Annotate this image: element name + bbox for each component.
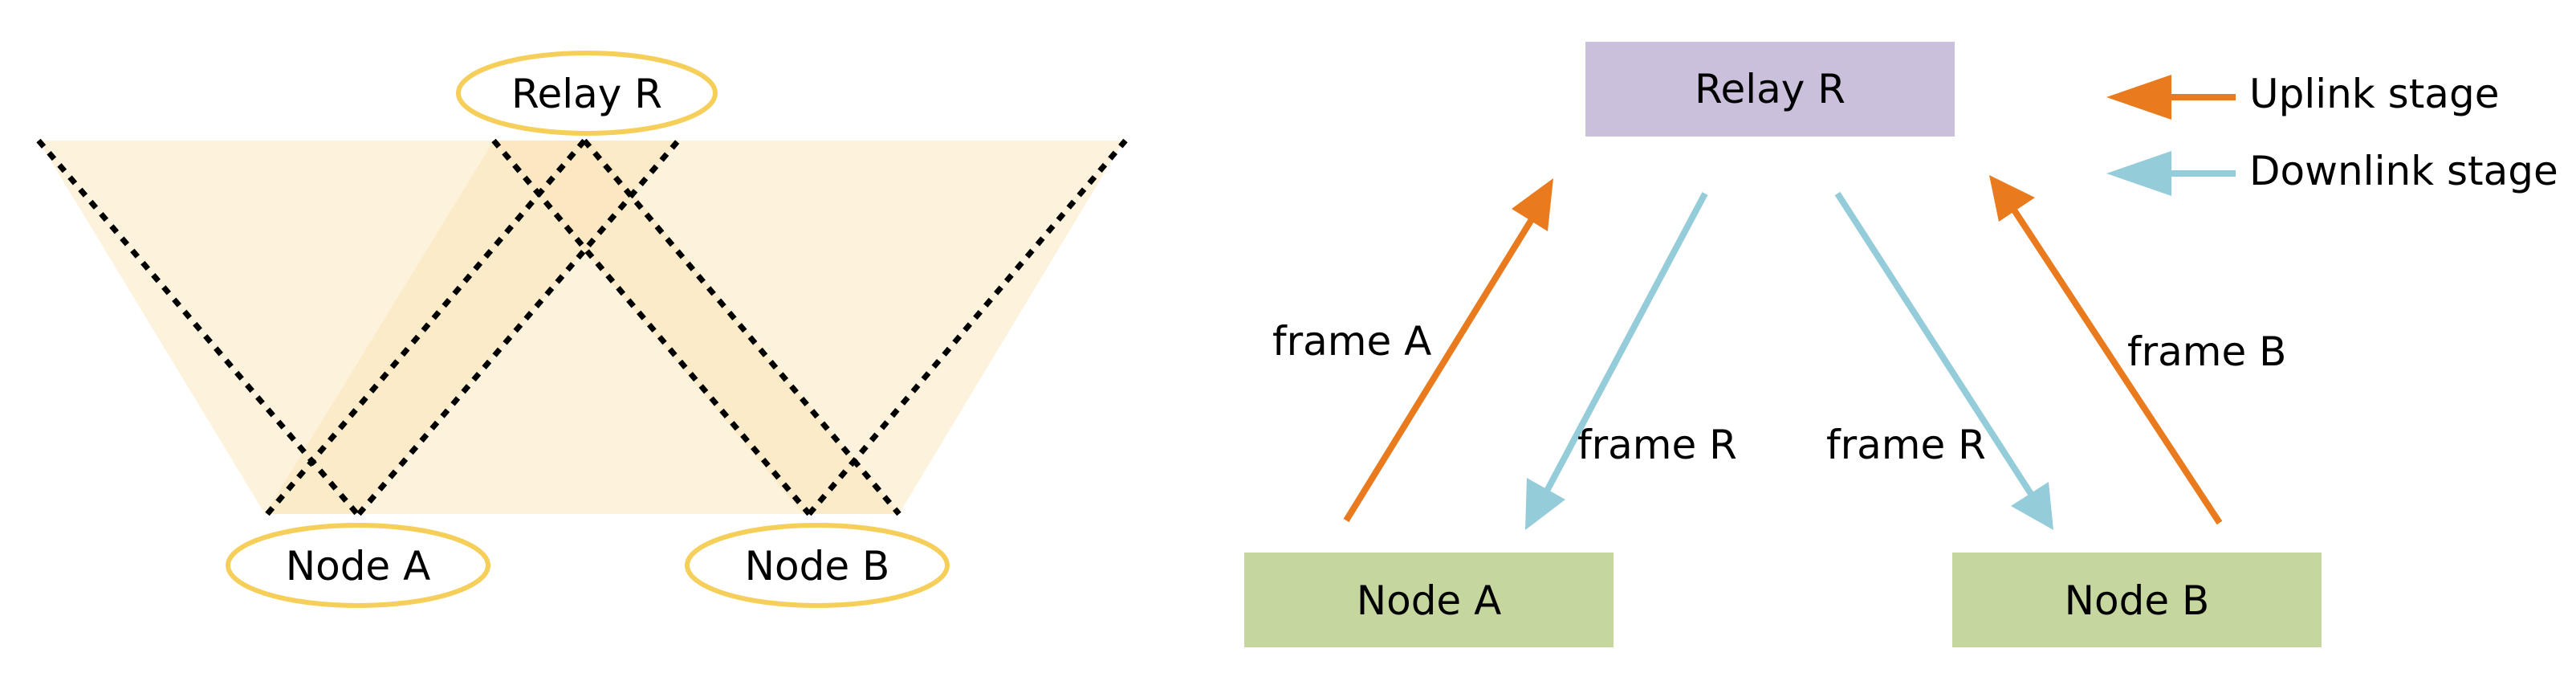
uplink-arrow-icon	[2106, 75, 2171, 120]
relay-node-left: Relay R	[456, 51, 718, 136]
frame-r-left-label: frame R	[1577, 422, 1737, 468]
coverage-area	[39, 141, 1124, 514]
beam-boundary	[807, 138, 1128, 516]
node-b-box-label: Node B	[2065, 577, 2210, 624]
frame-exchange-diagram: Relay R Node A Node B	[1244, 42, 2322, 647]
relay-box: Relay R	[1585, 42, 1955, 137]
frame-b-label: frame B	[2127, 328, 2286, 375]
beam-boundary	[356, 138, 681, 516]
node-a-label: Node A	[286, 543, 431, 589]
legend-downlink: Downlink stage	[2106, 148, 2558, 196]
beam-boundary	[491, 138, 812, 516]
beam-boundary	[36, 138, 360, 516]
beam-boundary	[582, 138, 901, 516]
node-a-box-label: Node A	[1357, 577, 1502, 624]
node-b-box: Node B	[1952, 553, 2322, 647]
beam-overlap-right	[494, 141, 899, 514]
frame-a-label: frame A	[1272, 318, 1431, 365]
legend-uplink-label: Uplink stage	[2249, 71, 2499, 117]
downlink-arrow-b	[1834, 191, 2053, 530]
downlink-arrow-icon	[2106, 151, 2171, 196]
node-b-label: Node B	[745, 543, 890, 589]
legend-downlink-label: Downlink stage	[2249, 148, 2558, 194]
beam-boundary	[265, 138, 587, 516]
node-b-left: Node B	[685, 523, 950, 608]
legend-uplink: Uplink stage	[2106, 71, 2499, 120]
downlink-arrow-a	[1525, 192, 1708, 530]
uplink-arrow-a	[1343, 178, 1553, 523]
frame-r-right-label: frame R	[1826, 422, 1986, 468]
uplink-arrow-b	[1989, 175, 2223, 525]
coverage-diagram: Relay R Node A Node B	[36, 51, 1128, 608]
node-a-left: Node A	[226, 523, 490, 608]
relay-label: Relay R	[511, 71, 662, 117]
node-a-box: Node A	[1244, 553, 1614, 647]
relay-box-label: Relay R	[1695, 66, 1846, 112]
legend: Uplink stage Downlink stage	[2106, 71, 2558, 196]
